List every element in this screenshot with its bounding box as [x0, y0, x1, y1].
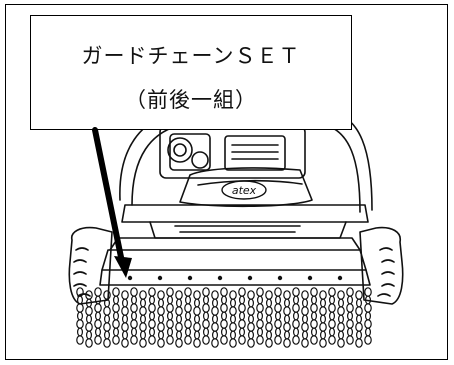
- pulley-icon: [167, 137, 193, 163]
- brand-logo: atex: [232, 184, 257, 197]
- callout-title: ガードチェーンＳＥＴ: [81, 44, 301, 68]
- chain-strand: [202, 287, 210, 345]
- chain-strand: [121, 290, 129, 348]
- chain-strand: [265, 290, 273, 348]
- left-track: [68, 226, 113, 305]
- chain-strand: [328, 287, 336, 345]
- chain-strand: [220, 287, 228, 345]
- chain-strand: [283, 290, 291, 348]
- chain-strand: [85, 290, 93, 348]
- chain-strand: [301, 290, 309, 348]
- chain-strand: [94, 287, 102, 345]
- chain-strand: [310, 287, 318, 345]
- chain-strand: [211, 290, 219, 348]
- chain-strand: [103, 290, 111, 348]
- chain-strand: [76, 287, 84, 345]
- chain-strand: [148, 287, 156, 345]
- chain-strand: [319, 290, 327, 348]
- chain-strand: [130, 287, 138, 345]
- chain-strand: [229, 290, 237, 348]
- chain-strand: [175, 290, 183, 348]
- callout-box: ガードチェーンＳＥＴ （前後一組）: [30, 15, 352, 130]
- chain-strand: [139, 290, 147, 348]
- chain-strand: [337, 290, 345, 348]
- chain-strand: [238, 287, 246, 345]
- chain-strand: [292, 287, 300, 345]
- right-track: [359, 226, 404, 305]
- chain-strand: [112, 287, 120, 345]
- chain-strand: [157, 290, 165, 348]
- chain-strand: [184, 287, 192, 345]
- chain-strand: [355, 290, 363, 348]
- guard-chains: [76, 287, 372, 348]
- chain-strand: [256, 287, 264, 345]
- chain-strand: [274, 287, 282, 345]
- chassis: [121, 204, 369, 223]
- chain-strand: [193, 290, 201, 348]
- callout-subtitle: （前後一組）: [125, 88, 257, 112]
- deck-bolts: [127, 275, 343, 281]
- chain-strand: [247, 290, 255, 348]
- chain-strand: [364, 287, 372, 345]
- chain-strand: [166, 287, 174, 345]
- chain-strand: [346, 287, 354, 345]
- cutter-deck: [101, 249, 367, 271]
- brand-plate: atex: [221, 180, 267, 200]
